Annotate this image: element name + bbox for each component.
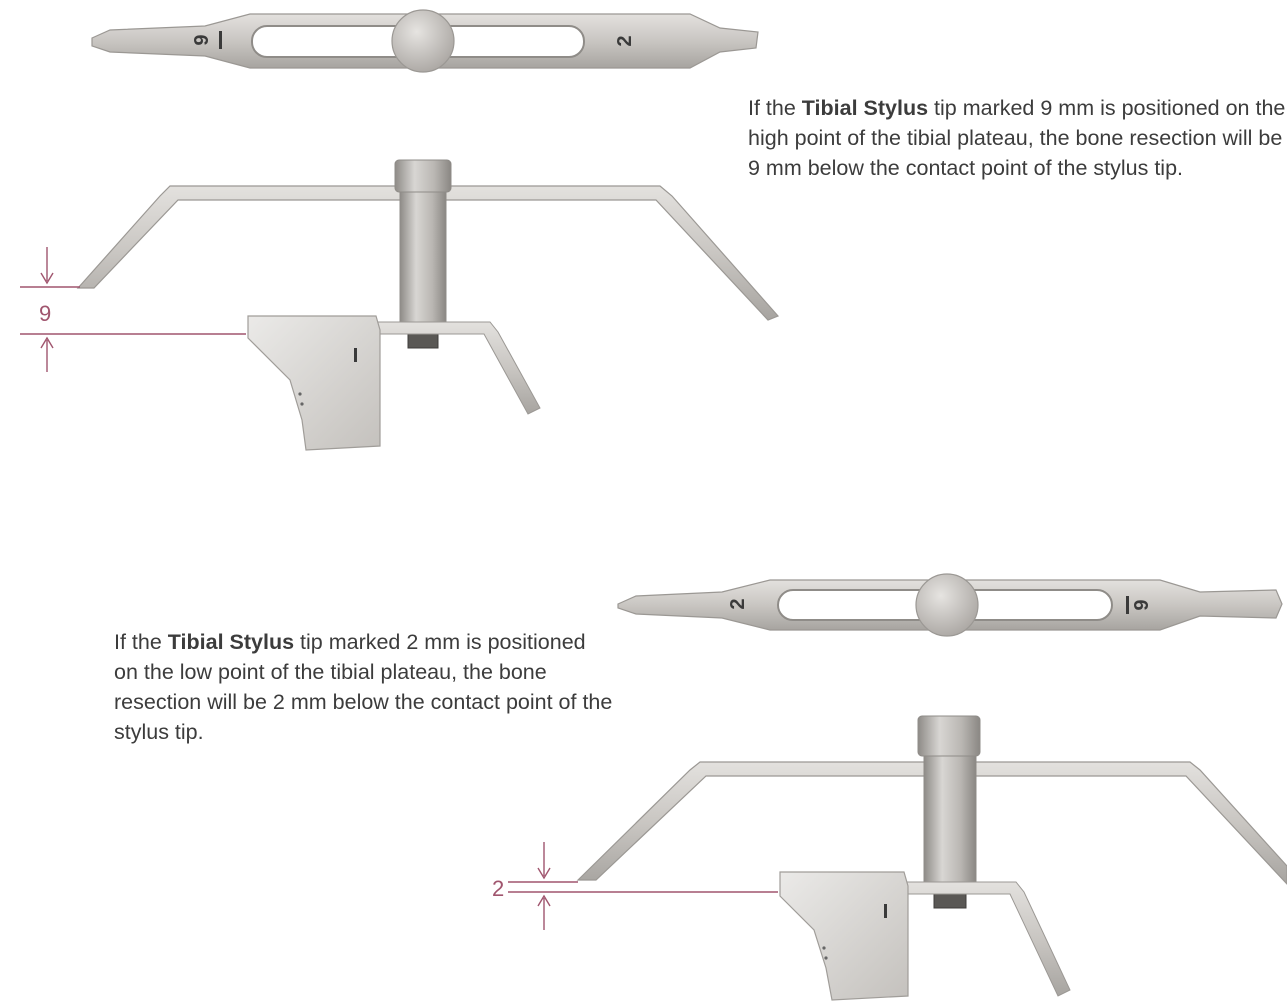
caption-high-point: If the Tibial Stylus tip marked 9 mm is … [748,93,1287,183]
caption-top-bold: Tibial Stylus [801,96,929,120]
caption-bottom-bold: Tibial Stylus [167,630,295,654]
caption-bottom-prefix: If the [114,630,168,654]
top-dimension-marker [20,247,246,372]
dimension-label-2: 2 [492,876,505,901]
caption-top-rest: tip marked 9 mm is positioned on the hig… [748,96,1286,180]
top-right-marking: 2 [614,35,636,46]
dimension-label-9: 9 [39,301,52,326]
top-left-marking: 9 [191,34,213,45]
bottom-stylus-side-view [576,715,1287,1001]
bottom-right-marking-bar [1126,596,1129,614]
bottom-dimension-marker [508,842,778,930]
bottom-right-marking: 9 [1131,599,1153,610]
top-stylus-plan-view [91,9,759,73]
bottom-left-marking: 2 [727,598,749,609]
top-left-marking-bar [219,31,222,49]
top-stylus-side-view [76,159,780,451]
caption-bottom-rest: tip marked 2 mm is positioned on the low… [114,630,613,744]
caption-low-point: If the Tibial Stylus tip marked 2 mm is … [114,627,614,747]
caption-top-prefix: If the [748,96,802,120]
bottom-stylus-plan-view [617,573,1283,637]
